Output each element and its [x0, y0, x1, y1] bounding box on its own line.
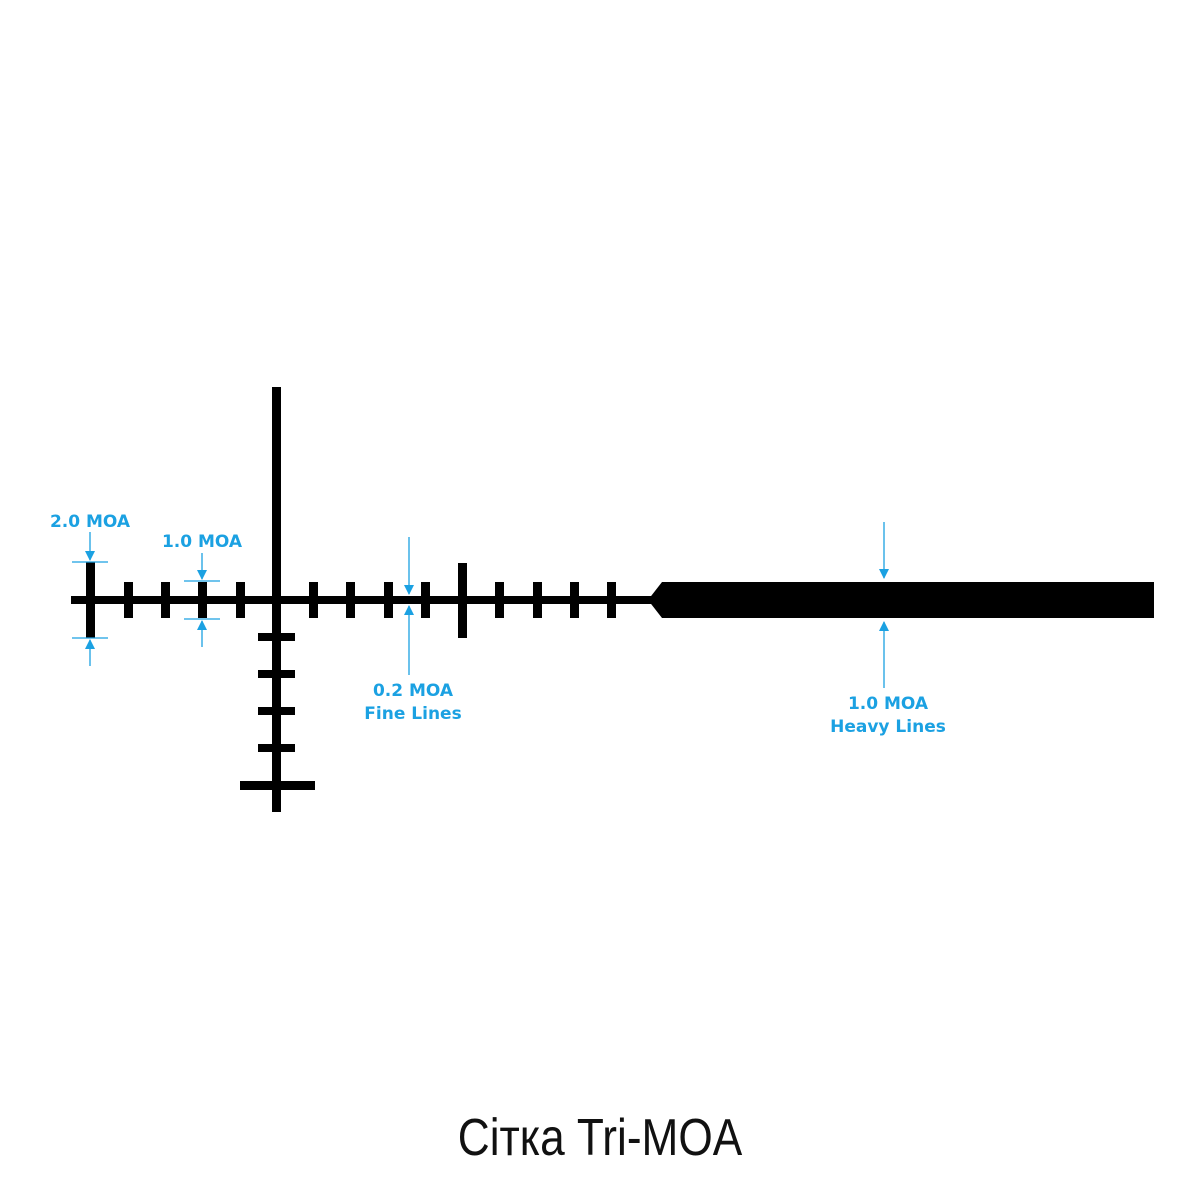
arrow-down-icon: [85, 551, 95, 561]
vertical-ticks: [240, 633, 315, 790]
label-fine-name: Fine Lines: [364, 704, 461, 724]
vertical-line: [272, 387, 281, 812]
label-fine-value: 0.2 MOA: [373, 681, 454, 701]
arrow-up-icon: [404, 605, 414, 615]
horizontal-fine-line: [71, 596, 656, 604]
arrow-up-icon: [85, 639, 95, 649]
label-2moa: 2.0 MOA: [50, 512, 131, 532]
arrow-up-icon: [197, 620, 207, 630]
label-1moa: 1.0 MOA: [162, 532, 243, 552]
caption: Сітка Tri-MOA: [457, 1109, 743, 1167]
arrow-down-icon: [197, 570, 207, 580]
label-heavy-value: 1.0 MOA: [848, 694, 929, 714]
small-ticks: [124, 582, 616, 618]
arrowheads: [85, 551, 889, 649]
arrow-down-icon: [404, 585, 414, 595]
arrow-up-icon: [879, 621, 889, 631]
heavy-horizontal-bar: [648, 582, 1154, 618]
tick-2moa-right: [458, 563, 467, 638]
reticle: [71, 387, 1154, 812]
tick-2moa-left: [86, 562, 95, 638]
arrow-down-icon: [879, 569, 889, 579]
label-heavy-name: Heavy Lines: [830, 717, 946, 737]
